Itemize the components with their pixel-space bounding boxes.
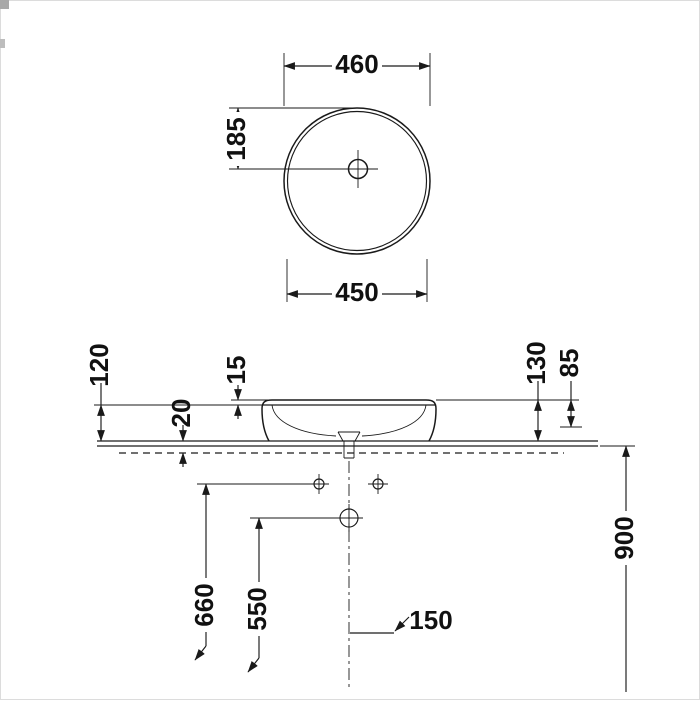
dim-label-660: 660: [189, 583, 219, 626]
dim-label-20: 20: [166, 399, 196, 428]
dim-drain-height: 550: [242, 517, 335, 673]
basin-inner-left: [271, 404, 337, 437]
dim-height-to-rim: 120: [84, 343, 263, 442]
basin-inner-right: [361, 404, 427, 437]
screenshot-corner-artifact: [0, 0, 9, 9]
dim-bowl-depth: 85: [554, 349, 584, 428]
dim-label-900: 900: [609, 516, 639, 559]
screenshot-edge-artifact: [0, 39, 5, 48]
basin-profile: [261, 399, 437, 442]
dim-counter-clearance: 20: [166, 399, 196, 467]
basin-outer-circle: [283, 107, 431, 255]
dim-label-130: 130: [521, 341, 551, 384]
dim-label-185: 185: [221, 117, 251, 160]
dim-total-height: 130: [436, 341, 579, 442]
dim-label-120: 120: [84, 343, 114, 386]
dim-label-450: 450: [335, 277, 378, 307]
dim-tap-offset: 185: [221, 107, 353, 170]
dim-rim-thickness: 15: [221, 356, 273, 419]
basin-inner-circle: [286, 110, 428, 252]
dim-label-15: 15: [221, 356, 251, 385]
dim-basin-diameter: 450: [286, 259, 428, 307]
dim-side-offset: 150: [350, 605, 453, 635]
dim-counter-height: 900: [600, 445, 639, 692]
drain-fitting: [337, 431, 361, 459]
dim-label-460: 460: [335, 49, 378, 79]
installation-view: [309, 461, 388, 689]
plan-view: [283, 107, 431, 255]
dim-label-85: 85: [554, 349, 584, 378]
dim-outer-diameter: 460: [283, 49, 431, 106]
dim-fixing-height: 660: [189, 483, 309, 661]
dim-label-550: 550: [242, 587, 272, 630]
dim-label-150: 150: [409, 605, 452, 635]
